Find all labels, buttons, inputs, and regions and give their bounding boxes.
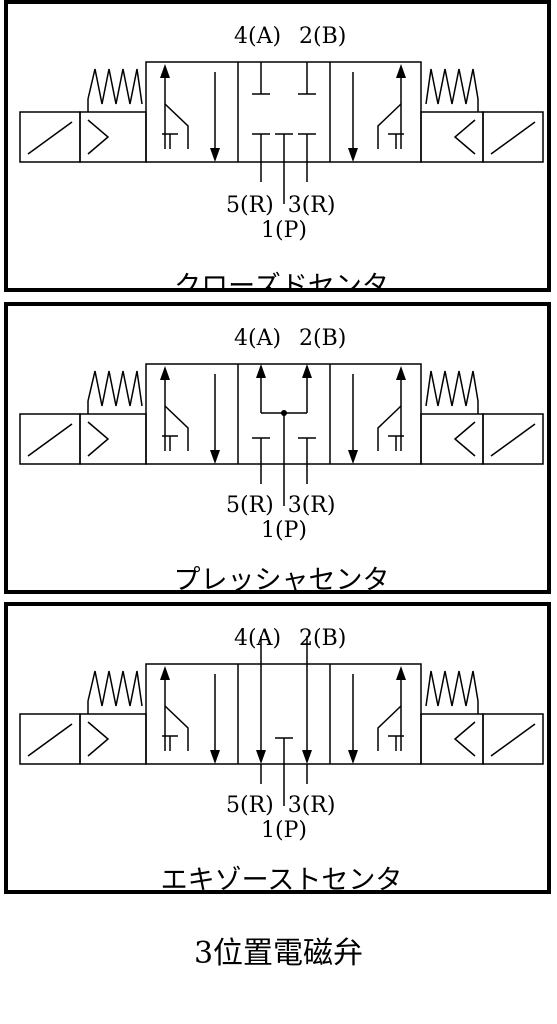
left-spring (87, 68, 143, 105)
arrow-down (348, 750, 358, 764)
right-solenoid (482, 713, 544, 765)
closed-center-valve-symbol (19, 61, 544, 204)
port-r-label: 5(R) 3(R) (226, 193, 336, 218)
panel-caption: プレッシャセンタ (173, 565, 390, 594)
arrow-down (210, 750, 220, 764)
pressure-center-valve-symbol (19, 363, 544, 506)
right-solenoid (482, 413, 544, 465)
pressure-center-panel: 4(A) 2(B) 5(R) 3(R) 1(P) プレッシャセンタ (4, 302, 551, 594)
arrow-up (396, 666, 406, 680)
exhaust-center-valve-symbol (19, 636, 544, 806)
port-a-label: 4(A) (234, 626, 282, 651)
right-spring (425, 68, 479, 105)
arrow-up (396, 366, 406, 380)
port-p-label: 1(P) (261, 818, 307, 843)
arrow-down (348, 148, 358, 162)
left-coupler (79, 111, 147, 163)
arrow-up (160, 666, 170, 680)
right-coupler (420, 413, 484, 465)
left-coupler (79, 413, 147, 465)
port-r-label: 5(R) 3(R) (226, 793, 336, 818)
arrow-up (302, 364, 312, 378)
port-p-label: 1(P) (261, 218, 307, 243)
port-r-label: 5(R) 3(R) (226, 493, 336, 518)
port-p-label: 1(P) (261, 518, 307, 543)
arrow-down (210, 450, 220, 464)
panel-caption: クローズドセンタ (174, 271, 389, 292)
left-solenoid (19, 413, 81, 465)
port-b-label: 2(B) (299, 626, 347, 651)
arrow-down (210, 148, 220, 162)
arrow-down (256, 750, 266, 764)
right-spring (425, 670, 479, 707)
arrow-up (160, 64, 170, 78)
figure-caption: 3位置電磁弁 (193, 936, 364, 971)
arrow-up (396, 64, 406, 78)
panel-caption: エキゾーストセンタ (160, 865, 403, 894)
arrow-up (256, 364, 266, 378)
arrow-down (302, 750, 312, 764)
closed-center-panel: 4(A) 2(B) 5(R) 3(R) 1(P) クローズドセンタ (4, 0, 551, 292)
right-solenoid (482, 111, 544, 163)
left-spring (87, 370, 143, 407)
port-b-label: 2(B) (299, 326, 347, 351)
left-coupler (79, 713, 147, 765)
arrow-up (160, 366, 170, 380)
port-a-label: 4(A) (234, 24, 282, 49)
right-coupler (420, 111, 484, 163)
junction-dot (281, 410, 287, 416)
left-solenoid (19, 713, 81, 765)
right-coupler (420, 713, 484, 765)
port-a-label: 4(A) (234, 326, 282, 351)
port-b-label: 2(B) (299, 24, 347, 49)
left-spring (87, 670, 143, 707)
left-solenoid (19, 111, 81, 163)
right-spring (425, 370, 479, 407)
arrow-down (348, 450, 358, 464)
exhaust-center-panel: 4(A) 2(B) 5(R) 3(R) 1(P) エキゾーストセンタ (4, 602, 551, 894)
